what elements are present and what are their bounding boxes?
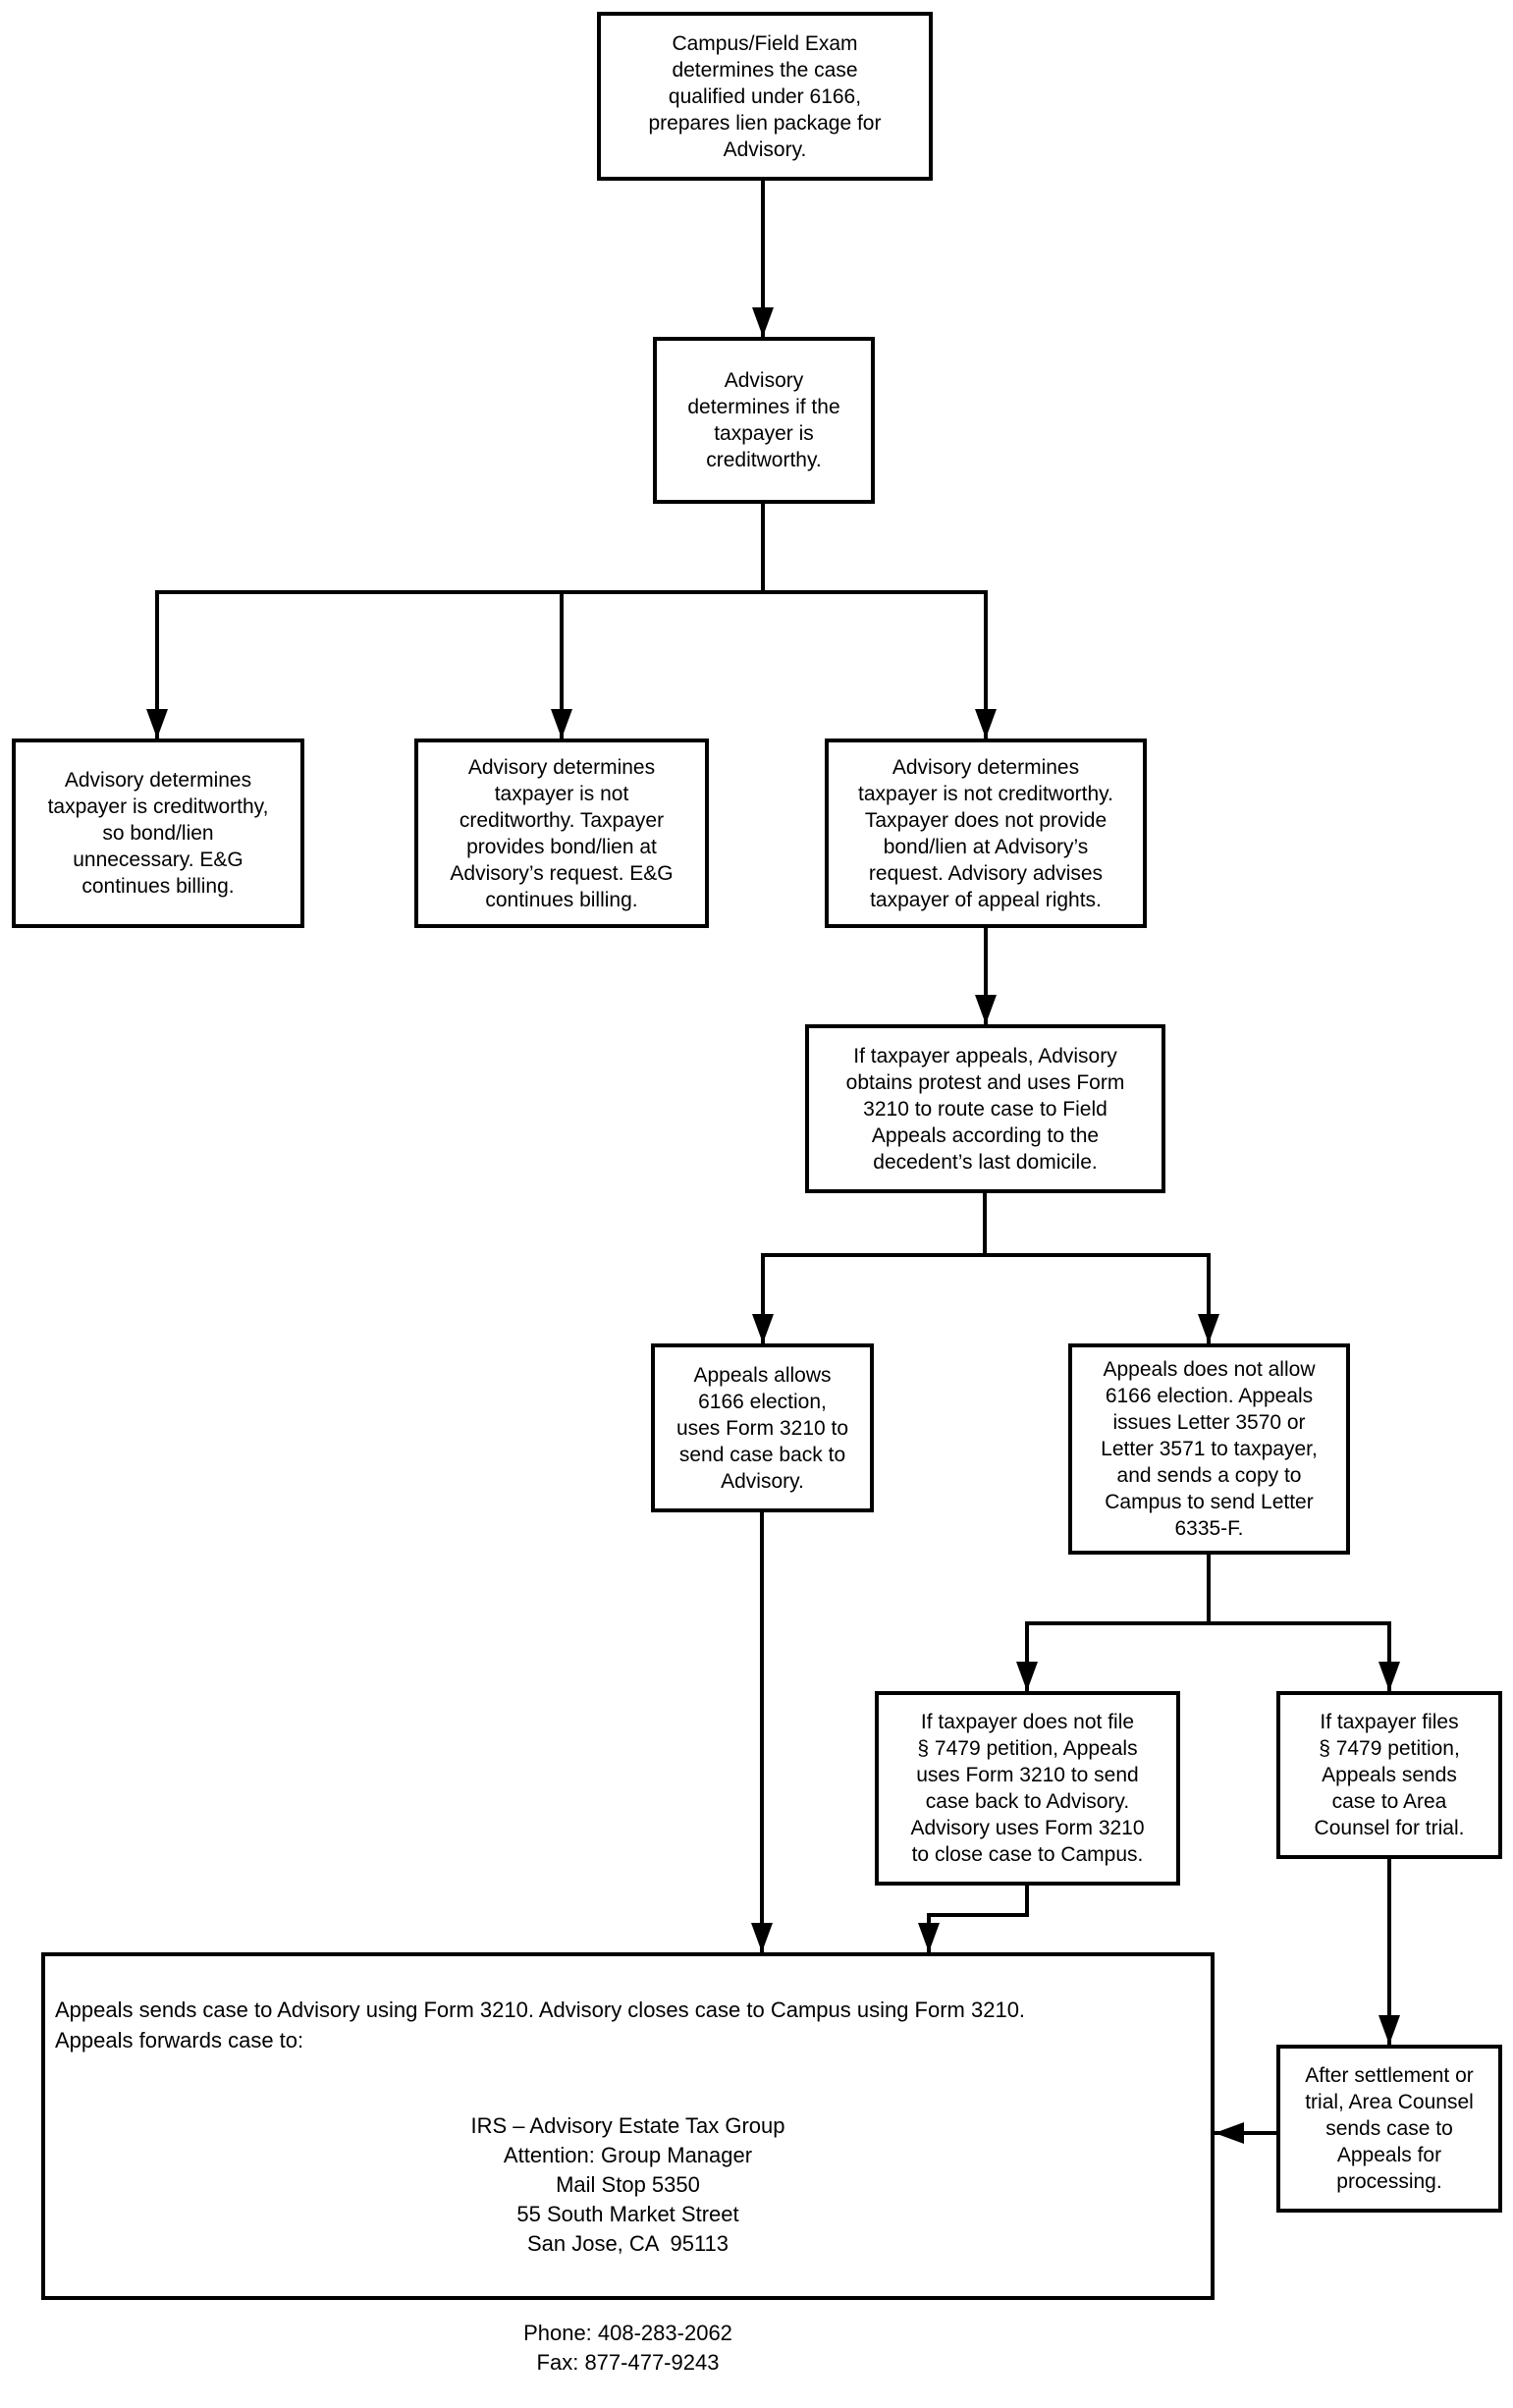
node-not-creditworthy-provides-bond: Advisory determines taxpayer is not cred…	[414, 739, 709, 928]
node-closing-address-box: Appeals sends case to Advisory using For…	[41, 1952, 1215, 2375]
edge-denies-split-stem	[1027, 1555, 1389, 1625]
node-files-7479-petition: If taxpayer files § 7479 petition, Appea…	[1276, 1691, 1502, 1859]
closing-intro-text: Appeals sends case to Advisory using For…	[55, 1998, 1026, 2052]
flowchart-canvas: Campus/Field Exam determines the case qu…	[12, 12, 1502, 2375]
node-area-counsel-settlement: After settlement or trial, Area Counsel …	[1276, 2045, 1502, 2213]
edge-advisory-split-stem	[157, 504, 986, 594]
edge-appeals-route-split-stem	[763, 1193, 1209, 1257]
node-not-creditworthy-no-bond: Advisory determines taxpayer is not cred…	[825, 739, 1147, 928]
node-no-7479-petition: If taxpayer does not file § 7479 petitio…	[875, 1691, 1180, 1886]
closing-mailing-address: IRS – Advisory Estate Tax Group Attentio…	[470, 2113, 785, 2256]
node-appeals-does-not-allow-6166: Appeals does not allow 6166 election. Ap…	[1068, 1343, 1350, 1555]
connector-layer	[146, 181, 1400, 2144]
node-appeals-allows-6166: Appeals allows 6166 election, uses Form …	[651, 1343, 874, 1512]
node-taxpayer-appeals-form-3210: If taxpayer appeals, Advisory obtains pr…	[805, 1024, 1165, 1193]
node-campus-field-exam: Campus/Field Exam determines the case qu…	[597, 12, 933, 181]
closing-phone-fax: Phone: 408-283-2062 Fax: 877-477-9243	[523, 2321, 732, 2375]
node-advisory-creditworthy-check: Advisory determines if the taxpayer is c…	[653, 337, 875, 504]
node-creditworthy-bond-unnecessary: Advisory determines taxpayer is creditwo…	[12, 739, 304, 928]
edge-no-petition-to-closing	[918, 1886, 1029, 1952]
